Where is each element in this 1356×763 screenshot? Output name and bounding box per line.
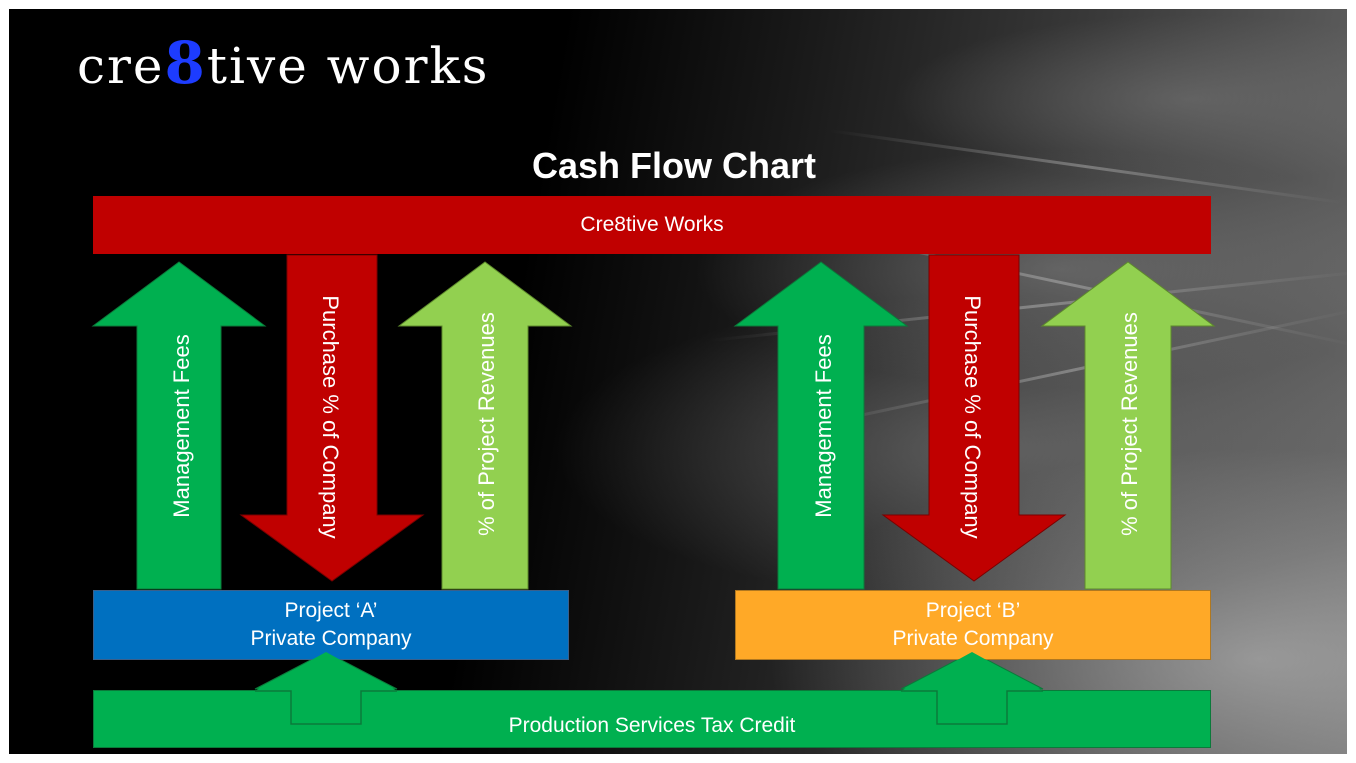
management-fees-label-b: Management Fees: [811, 334, 836, 517]
project-revenues-arrow-a: % of Project Revenues: [397, 261, 573, 590]
purchase-company-arrow-a: Purchase % of Company: [239, 254, 425, 582]
cre8tive-works-box: Cre8tive Works: [93, 196, 1211, 254]
project-a-box: Project ‘A’ Private Company: [93, 590, 569, 660]
cre8tive-logo: cre 8 tive works: [77, 29, 489, 109]
page-title: Cash Flow Chart: [531, 145, 817, 186]
management-fees-arrow-a: Management Fees: [91, 261, 267, 590]
project-revenues-label-b: % of Project Revenues: [1117, 312, 1142, 536]
tax-credit-box: Production Services Tax Credit: [93, 690, 1211, 748]
purchase-company-label-a: Purchase % of Company: [318, 295, 343, 538]
project-b-subtitle: Private Company: [892, 627, 1054, 650]
logo-highlight: 8: [164, 29, 207, 97]
purchase-company-arrow-b: Purchase % of Company: [881, 254, 1067, 582]
slide-background: cre 8 tive works Cash Flow Chart Cre8tiv…: [9, 9, 1347, 754]
project-revenues-label-a: % of Project Revenues: [474, 312, 499, 536]
tax-credit-label: Production Services Tax Credit: [508, 714, 796, 737]
cre8tive-works-label: Cre8tive Works: [580, 213, 724, 236]
project-revenues-arrow-b: % of Project Revenues: [1040, 261, 1216, 590]
management-fees-label-a: Management Fees: [169, 334, 194, 517]
project-a-subtitle: Private Company: [250, 627, 412, 650]
project-b-box: Project ‘B’ Private Company: [735, 590, 1211, 660]
purchase-company-label-b: Purchase % of Company: [960, 295, 985, 538]
project-a-title: Project ‘A’: [284, 599, 378, 622]
logo-suffix: tive works: [206, 37, 490, 95]
project-b-title: Project ‘B’: [925, 599, 1021, 622]
management-fees-arrow-b: Management Fees: [733, 261, 909, 590]
logo-prefix: cre: [77, 37, 165, 95]
